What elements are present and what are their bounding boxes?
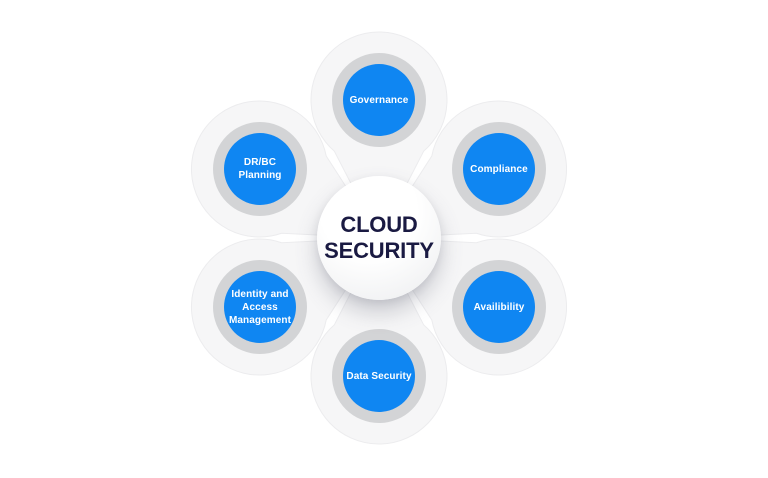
node-label: Compliance (470, 163, 528, 175)
node-data-security: Data Security (332, 329, 426, 423)
node-ring: Availibility (452, 260, 546, 354)
node-label: Availibility (473, 301, 525, 313)
center-circle: CLOUD SECURITY (317, 176, 441, 300)
node-label: Identity and Access Management (228, 288, 292, 326)
node-label: Data Security (346, 370, 412, 382)
node-label: DR/BC Planning (238, 157, 282, 181)
diagram-title: CLOUD SECURITY (324, 212, 434, 263)
node-bubble: DR/BC Planning (224, 133, 296, 205)
node-bubble: Identity and Access Management (224, 271, 296, 343)
node-bubble: Data Security (343, 340, 415, 412)
node-bubble: Governance (343, 64, 415, 136)
node-ring: Compliance (452, 122, 546, 216)
node-governance: Governance (332, 53, 426, 147)
node-ring: Governance (332, 53, 426, 147)
node-availibility: Availibility (452, 260, 546, 354)
node-bubble: Compliance (463, 133, 535, 205)
node-compliance: Compliance (452, 122, 546, 216)
node-ring: Identity and Access Management (213, 260, 307, 354)
node-ring: DR/BC Planning (213, 122, 307, 216)
node-ring: Data Security (332, 329, 426, 423)
node-label: Governance (349, 94, 409, 106)
node-bubble: Availibility (463, 271, 535, 343)
node-dr-bc-planning: DR/BC Planning (213, 122, 307, 216)
node-identity-access-management: Identity and Access Management (213, 260, 307, 354)
